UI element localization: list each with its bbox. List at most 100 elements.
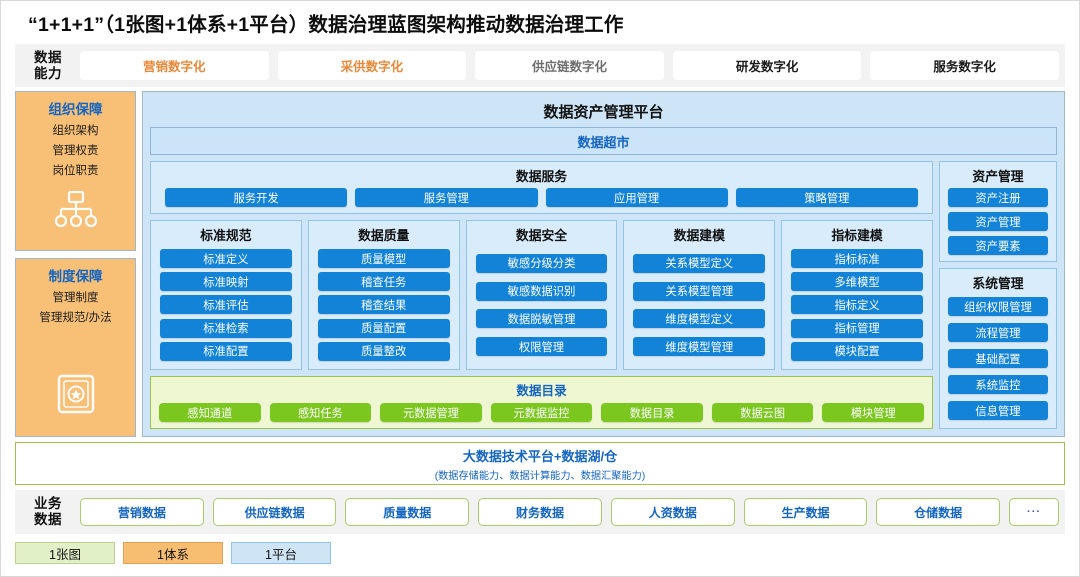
metric-item-2[interactable]: 指标定义 [791, 295, 923, 315]
domain-column-quality: 数据质量 质量模型 稽查任务 稽查结果 质量配置 质量整改 [307, 220, 460, 370]
data-service-item-0[interactable]: 服务开发 [165, 188, 348, 207]
standard-item-1[interactable]: 标准映射 [160, 272, 292, 292]
catalog-item-1[interactable]: 感知任务 [269, 403, 372, 422]
security-item-1[interactable]: 敏感数据识别 [475, 281, 608, 301]
system-guarantee-line-2: 管理规范/办法 [39, 311, 112, 324]
business-item-6[interactable]: 仓储数据 [876, 498, 1001, 526]
capability-item-procurement[interactable]: 采供数字化 [277, 51, 467, 80]
domain-column-security: 数据安全 敏感分级分类 敏感数据识别 数据脱敏管理 权限管理 [465, 220, 618, 370]
domain-title-modeling: 数据建模 [673, 228, 725, 243]
domain-items-modeling: 关系模型定义 关系模型管理 维度模型定义 维度模型管理 [624, 247, 774, 365]
standard-item-3[interactable]: 标准检索 [160, 318, 292, 338]
business-item-0[interactable]: 营销数据 [80, 498, 204, 526]
asset-item-0[interactable]: 资产注册 [948, 188, 1048, 207]
system-item-3[interactable]: 系统监控 [948, 375, 1048, 394]
business-data-items: 营销数据 供应链数据 质量数据 财务数据 人资数据 生产数据 仓储数据 ··· [75, 498, 1060, 526]
data-service-item-1[interactable]: 服务管理 [355, 188, 538, 207]
asset-management-items: 资产注册 资产管理 资产要素 [940, 188, 1056, 256]
platform-title: 数据资产管理平台 [543, 104, 664, 121]
catalog-item-6[interactable]: 模块管理 [822, 403, 925, 422]
guarantee-column: 组织保障 组织架构 管理权责 岗位职责 [15, 91, 136, 437]
modeling-item-2[interactable]: 维度模型定义 [633, 309, 766, 329]
business-item-more[interactable]: ··· [1009, 498, 1060, 526]
business-label-line2: 数据 [34, 512, 62, 527]
domain-items-metric: 指标标准 多维模型 指标定义 指标管理 模块配置 [782, 247, 932, 365]
data-service-items: 服务开发 服务管理 应用管理 策略管理 [151, 188, 932, 207]
data-mart-bar[interactable]: 数据超市 [150, 127, 1057, 155]
domain-column-standard: 标准规范 标准定义 标准映射 标准评估 标准检索 标准配置 [150, 220, 302, 370]
business-item-3[interactable]: 财务数据 [478, 498, 602, 526]
data-service-panel: 数据服务 服务开发 服务管理 应用管理 策略管理 [150, 161, 933, 214]
business-item-2[interactable]: 质量数据 [345, 498, 470, 526]
capability-items: 营销数字化 采供数字化 供应链数字化 研发数字化 服务数字化 [75, 51, 1059, 80]
security-item-3[interactable]: 权限管理 [475, 337, 608, 357]
domain-title-metric: 指标建模 [831, 228, 883, 243]
metric-item-0[interactable]: 指标标准 [791, 249, 923, 269]
metric-item-1[interactable]: 多维模型 [791, 272, 923, 292]
quality-item-2[interactable]: 稽查结果 [317, 295, 450, 315]
capability-item-service[interactable]: 服务数字化 [870, 51, 1059, 80]
catalog-item-5[interactable]: 数据云图 [711, 403, 814, 422]
capability-item-marketing[interactable]: 营销数字化 [80, 51, 269, 80]
metric-item-3[interactable]: 指标管理 [791, 318, 923, 338]
middle-area: 组织保障 组织架构 管理权责 岗位职责 [15, 91, 1065, 437]
system-item-4[interactable]: 信息管理 [948, 401, 1048, 420]
business-item-5[interactable]: 生产数据 [743, 498, 868, 526]
catalog-item-4[interactable]: 数据目录 [601, 403, 703, 422]
standard-item-0[interactable]: 标准定义 [160, 249, 292, 269]
system-management-panel: 系统管理 组织权限管理 流程管理 基础配置 系统监控 信息管理 [939, 268, 1057, 429]
data-catalog-title: 数据目录 [516, 384, 567, 398]
quality-item-1[interactable]: 稽查任务 [317, 272, 450, 292]
platform-main: 数据服务 服务开发 服务管理 应用管理 策略管理 标准规范 [150, 161, 933, 429]
page-title: “1+1+1”（1张图+1体系+1平台）数据治理蓝图架构推动数据治理工作 [1, 1, 1079, 44]
business-data-row: 业务 数据 营销数据 供应链数据 质量数据 财务数据 人资数据 生产数据 仓储数… [15, 490, 1065, 534]
quality-item-3[interactable]: 质量配置 [317, 318, 450, 338]
standard-item-4[interactable]: 标准配置 [160, 341, 292, 361]
bigdata-platform-title: 大数据技术平台+数据湖/仓 [462, 448, 618, 464]
standard-item-2[interactable]: 标准评估 [160, 295, 292, 315]
system-item-1[interactable]: 流程管理 [948, 323, 1048, 342]
security-item-2[interactable]: 数据脱敏管理 [475, 309, 608, 329]
data-service-item-2[interactable]: 应用管理 [545, 188, 728, 207]
business-item-4[interactable]: 人资数据 [610, 498, 735, 526]
legend-item-system: 1体系 [123, 542, 223, 564]
system-guarantee-line-1: 管理制度 [52, 292, 99, 304]
bigdata-platform-subtitle: (数据存储能力、数据计算能力、数据汇聚能力) [434, 470, 646, 482]
certificate-icon [56, 373, 96, 420]
capability-row: 数据 能力 营销数字化 采供数字化 供应链数字化 研发数字化 服务数字化 [15, 44, 1065, 87]
data-service-item-3[interactable]: 策略管理 [735, 188, 918, 207]
capability-label-line1: 数据 [34, 49, 62, 65]
system-management-items: 组织权限管理 流程管理 基础配置 系统监控 信息管理 [940, 295, 1056, 423]
system-guarantee-panel[interactable]: 制度保障 管理制度 管理规范/办法 [15, 258, 136, 437]
modeling-item-0[interactable]: 关系模型定义 [633, 253, 766, 273]
capability-item-supplychain[interactable]: 供应链数字化 [475, 51, 664, 80]
domain-items-security: 敏感分级分类 敏感数据识别 数据脱敏管理 权限管理 [467, 247, 617, 365]
org-guarantee-line-3: 岗位职责 [52, 164, 99, 177]
capability-item-rnd[interactable]: 研发数字化 [672, 51, 862, 80]
metric-item-4[interactable]: 模块配置 [791, 341, 923, 361]
legend-item-platform: 1平台 [231, 542, 331, 564]
quality-item-0[interactable]: 质量模型 [317, 249, 450, 269]
org-guarantee-panel[interactable]: 组织保障 组织架构 管理权责 岗位职责 [15, 91, 136, 251]
platform-side: 资产管理 资产注册 资产管理 资产要素 系统管理 组织权限管理 流程管理 基础配… [939, 161, 1057, 429]
modeling-item-3[interactable]: 维度模型管理 [633, 337, 766, 357]
system-item-2[interactable]: 基础配置 [948, 349, 1048, 368]
legend-item-diagram: 1张图 [15, 542, 115, 564]
org-guarantee-title: 组织保障 [48, 102, 103, 117]
asset-item-2[interactable]: 资产要素 [948, 236, 1048, 255]
capability-label-line2: 能力 [34, 65, 62, 81]
platform-panel: 数据资产管理平台 数据超市 数据服务 服务开发 服务管理 应用管理 策略管理 [142, 91, 1065, 437]
catalog-item-3[interactable]: 元数据监控 [490, 403, 593, 422]
catalog-item-0[interactable]: 感知通道 [159, 403, 261, 422]
catalog-item-2[interactable]: 元数据管理 [380, 403, 482, 422]
asset-item-1[interactable]: 资产管理 [948, 212, 1048, 231]
quality-item-4[interactable]: 质量整改 [317, 341, 450, 361]
business-item-1[interactable]: 供应链数据 [212, 498, 337, 526]
footer-space [1, 564, 1079, 576]
domain-column-modeling: 数据建模 关系模型定义 关系模型管理 维度模型定义 维度模型管理 [623, 220, 776, 370]
system-item-0[interactable]: 组织权限管理 [948, 297, 1048, 316]
security-item-0[interactable]: 敏感分级分类 [475, 253, 608, 273]
asset-management-panel: 资产管理 资产注册 资产管理 资产要素 [939, 161, 1057, 262]
modeling-item-1[interactable]: 关系模型管理 [633, 281, 766, 301]
